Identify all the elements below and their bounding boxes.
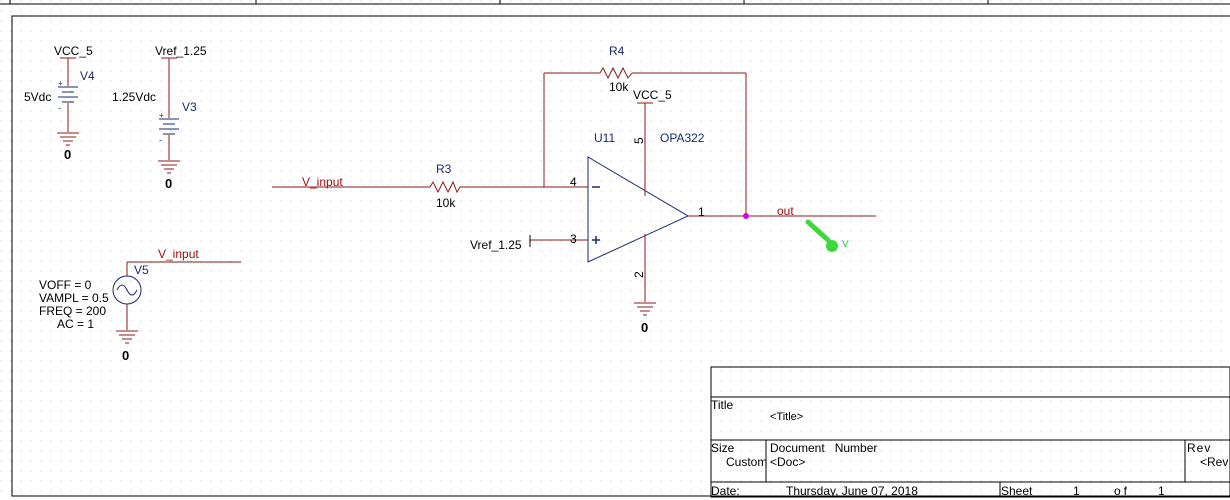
v5-param-vampl: VAMPL = 0.5 xyxy=(39,291,109,305)
opamp-ref-label: U11 xyxy=(594,131,616,145)
v5-param-voff: VOFF = 0 xyxy=(39,278,92,292)
opamp-part-label: OPA322 xyxy=(660,131,705,145)
v4-ref-label: V4 xyxy=(80,69,95,83)
v5-sine-source[interactable] xyxy=(112,261,241,344)
r4-ref-label: R4 xyxy=(609,44,625,58)
vref-net-label: Vref_1.25 xyxy=(470,238,522,252)
v4-dc-source[interactable] xyxy=(57,57,79,146)
tb-size-label: Size xyxy=(711,441,735,455)
tb-rev-value: <Rev xyxy=(1200,455,1229,469)
feedback-wire xyxy=(543,72,747,216)
tb-sheet-label: Sheet xyxy=(1001,484,1033,498)
r4-value-label: 10k xyxy=(609,80,629,94)
opamp-supply-net: VCC_5 xyxy=(633,88,672,102)
output-junction xyxy=(743,213,749,219)
v5-param-ac: AC = 1 xyxy=(57,317,95,331)
out-net-label: out xyxy=(777,204,794,218)
r3-value-label: 10k xyxy=(436,196,456,210)
r4-resistor[interactable] xyxy=(599,66,633,80)
title-block xyxy=(710,366,1230,498)
r3-ref-label: R3 xyxy=(436,162,452,176)
tb-docnum-value: <Doc> xyxy=(770,455,806,469)
page-border xyxy=(11,15,1230,497)
v5-net-label: V_input xyxy=(158,247,199,261)
v3-plus-mark: + xyxy=(159,111,164,120)
v5-ground-label: 0 xyxy=(122,348,130,363)
opamp-supply-wires xyxy=(634,102,656,316)
v4-net-label: VCC_5 xyxy=(54,44,93,58)
r3-resistor[interactable] xyxy=(429,180,461,194)
opamp-pin1-label: 1 xyxy=(698,205,705,219)
opamp-pin3-label: 3 xyxy=(570,232,577,246)
opamp-ground-label: 0 xyxy=(641,320,649,335)
v3-net-label: Vref_1.25 xyxy=(155,44,207,58)
opamp-pin4-label: 4 xyxy=(570,175,577,189)
tb-title-value: <Title> xyxy=(770,411,804,423)
tb-title-label: Title xyxy=(711,398,734,412)
v3-ground-label: 0 xyxy=(165,176,173,191)
v4-minus-mark: - xyxy=(58,103,61,113)
v3-minus-mark: - xyxy=(159,135,162,145)
tb-sheet-num: 1 xyxy=(1073,484,1080,498)
vref-wire xyxy=(529,235,588,247)
v3-value-label: 1.25Vdc xyxy=(112,90,157,104)
v4-plus-mark: + xyxy=(58,79,63,88)
v5-ref-label: V5 xyxy=(134,263,149,277)
v3-dc-source[interactable] xyxy=(158,57,180,174)
probe-label: V xyxy=(842,239,849,250)
input-net-label: V_input xyxy=(302,175,343,189)
top-header-strip xyxy=(0,0,1230,5)
voltage-probe[interactable] xyxy=(805,219,838,252)
v5-param-freq: FREQ = 200 xyxy=(39,304,107,318)
v4-ground-label: 0 xyxy=(64,147,72,162)
tb-size-value: Custom xyxy=(726,455,768,469)
tb-rev-label: Rev xyxy=(1187,441,1212,455)
tb-date-value: Thursday, June 07, 2018 xyxy=(786,484,918,498)
tb-sheet-of: of xyxy=(1114,484,1131,498)
tb-docnum-label: Document Number xyxy=(770,441,878,455)
opamp-pin5-label: 5 xyxy=(632,137,646,144)
v4-value-label: 5Vdc xyxy=(24,90,52,104)
tb-sheet-total: 1 xyxy=(1158,484,1165,498)
opamp-u11[interactable] xyxy=(587,156,690,263)
tb-date-label: Date: xyxy=(711,484,740,498)
v3-ref-label: V3 xyxy=(182,100,197,114)
opamp-pin2-label: 2 xyxy=(632,271,646,278)
